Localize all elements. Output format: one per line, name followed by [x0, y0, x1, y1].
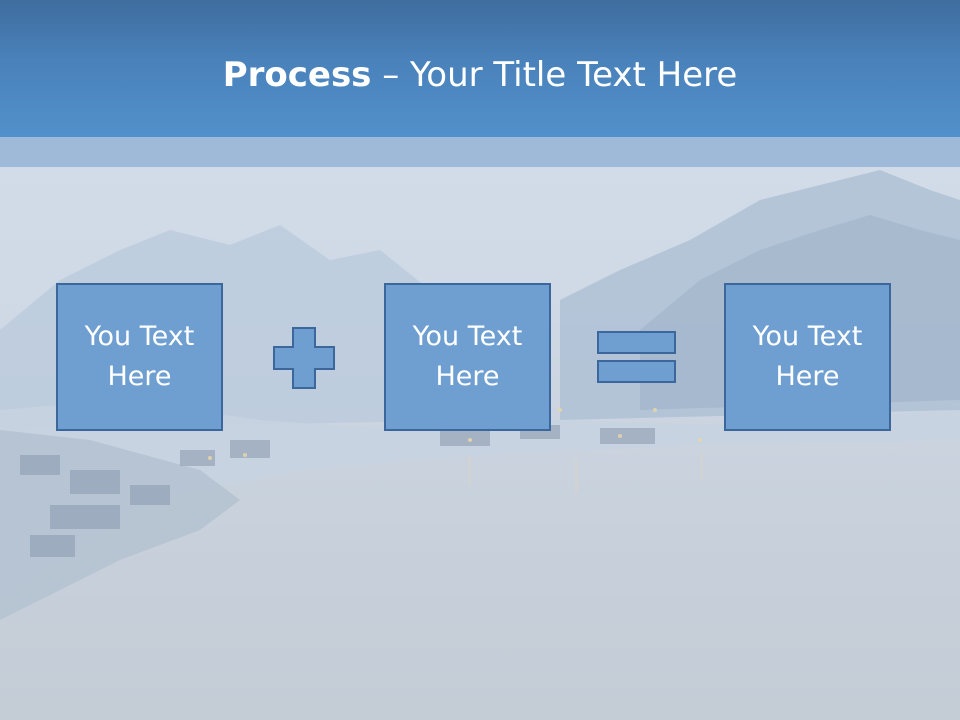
equals-icon	[597, 331, 676, 383]
process-box-1[interactable]: You Text Here	[56, 283, 223, 431]
plus-icon	[273, 327, 335, 389]
title-accent-strip	[0, 137, 960, 167]
process-box-2-text: You Text Here	[412, 321, 523, 392]
slide-title[interactable]: Process – Your Title Text Here	[0, 52, 960, 98]
slide-title-bold: Process	[222, 55, 372, 95]
slide-title-rest: – Your Title Text Here	[371, 55, 738, 95]
process-box-2[interactable]: You Text Here	[384, 283, 551, 431]
process-box-3[interactable]: You Text Here	[724, 283, 891, 431]
process-box-1-text: You Text Here	[84, 321, 195, 392]
title-bar	[0, 0, 960, 137]
process-box-3-text: You Text Here	[752, 321, 863, 392]
